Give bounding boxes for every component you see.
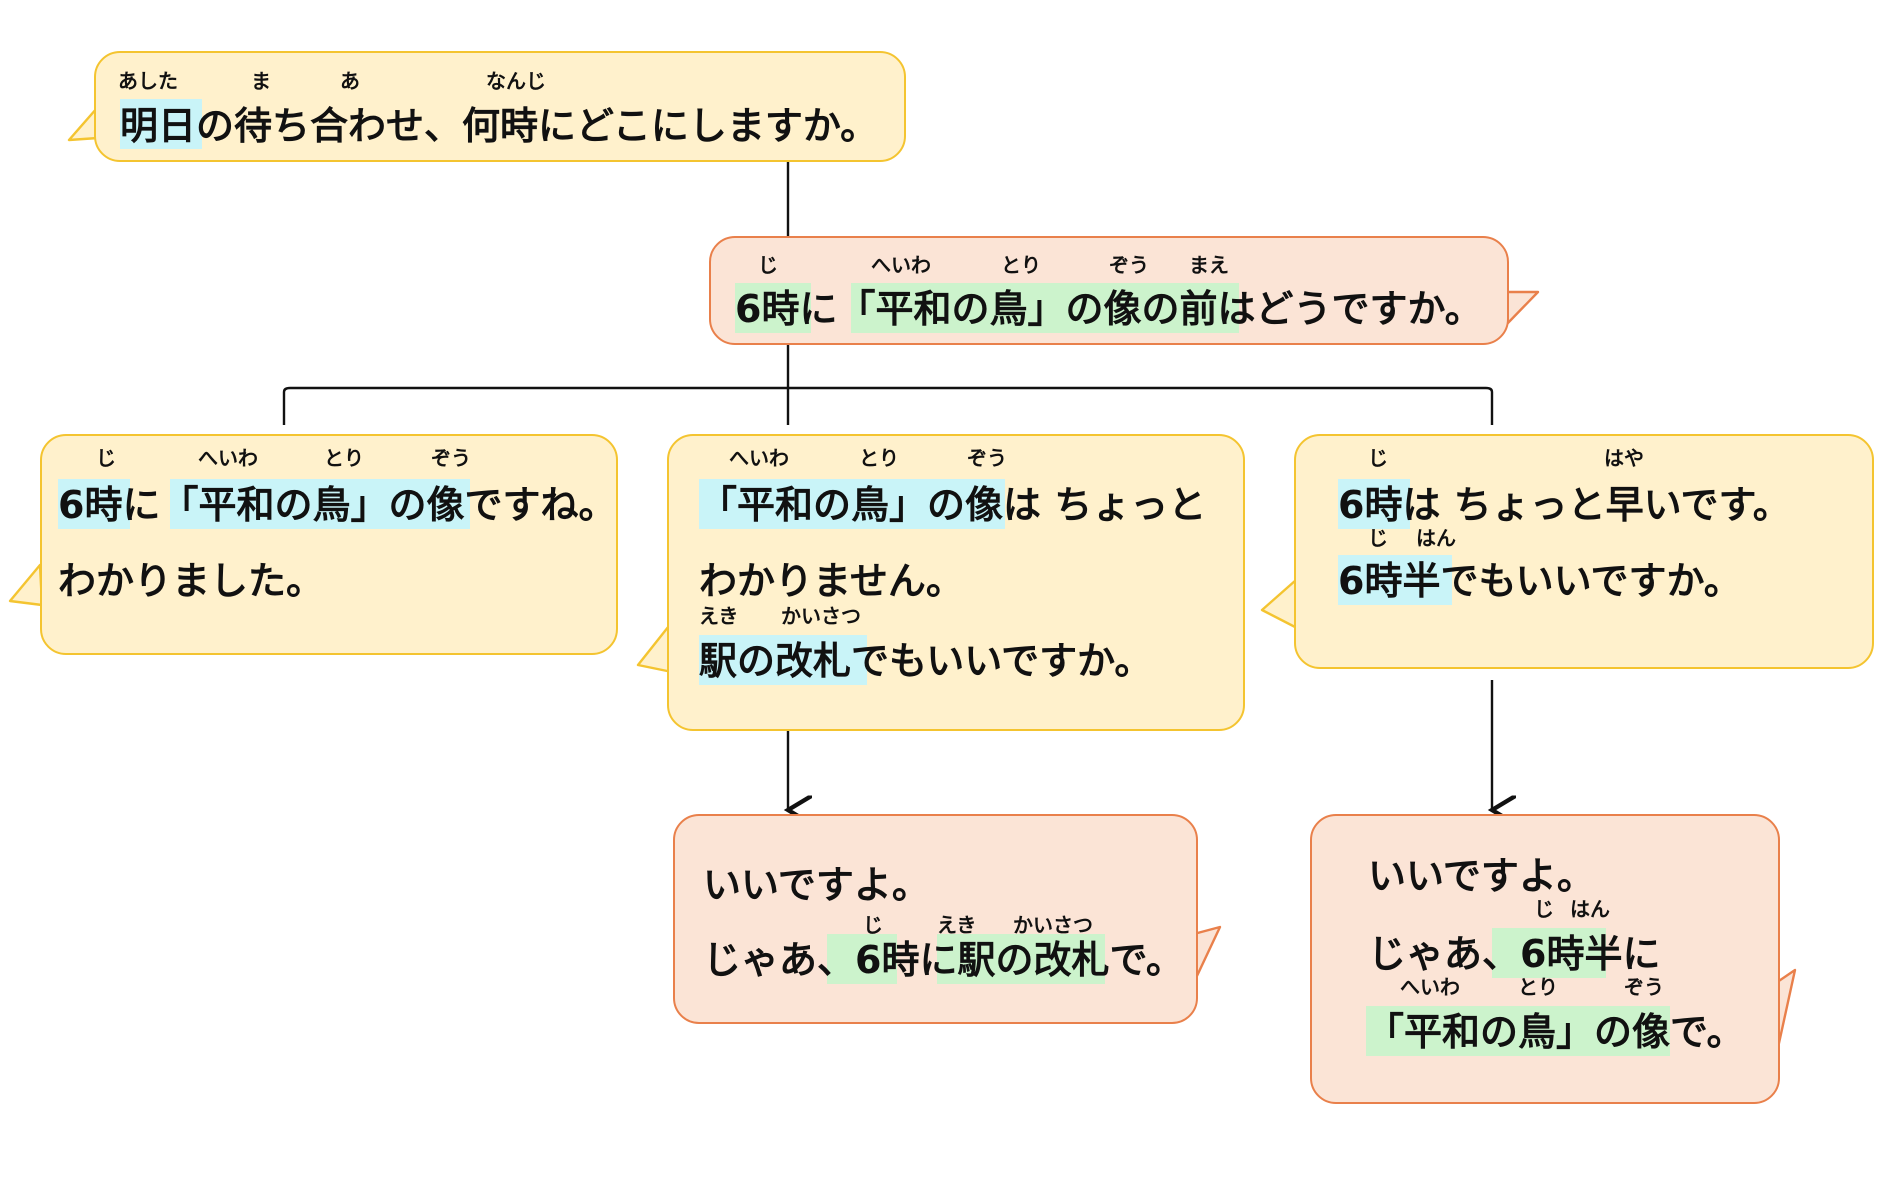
final-statue-line1: いいですよ。 [1368,854,1595,898]
highlight-6ji [827,934,897,984]
reply-agree-line2: わかりました。 [58,559,325,603]
ruby-ji: じ [96,446,116,470]
ruby-tori: とり [1518,975,1558,999]
final-station-line2: じゃあ、6時に駅の改札で。 [703,938,1184,982]
final-statue-line2: じゃあ、6時半に [1368,932,1661,976]
ruby-heiwa: へいわ [198,446,258,470]
ruby-zou: ぞう [967,446,1007,470]
reply-change-place-bubble: へいわ とり ぞう えき かいさつ 「平和の鳥」の像は ちょっと わかりません。… [667,434,1245,731]
reply-agree-line1: 6時に「平和の鳥」の像ですね。 [58,483,617,527]
highlight-ashita [120,99,202,149]
ruby-han: はん [1416,526,1456,550]
highlight-heiwa-no-tori-no-zou [1366,1006,1670,1056]
ruby-ashita: あした [118,69,178,93]
final-station-line1: いいですよ。 [703,863,930,907]
ruby-eki: えき [699,604,739,628]
highlight-6ji [735,283,811,333]
reply-agree-bubble: じ へいわ とり ぞう 6時に「平和の鳥」の像ですね。 わかりました。 [40,434,618,655]
ruby-ma: ま [251,69,271,93]
ruby-mae: まえ [1189,253,1229,277]
ruby-ji: じ [1368,526,1388,550]
proposal-bubble: じ へいわ とり ぞう まえ 6時に「平和の鳥」の像の前はどうですか。 [709,236,1509,345]
ruby-ji: じ [1534,897,1554,921]
ruby-ji: じ [758,253,778,277]
ruby-heiwa: へいわ [1400,975,1460,999]
ruby-ji: じ [863,913,883,937]
reply-change-time-line2: 6時半でもいいですか。 [1338,559,1742,603]
question-bubble: あした ま あ なんじ 明日の待ち合わせ、何時にどこにしますか。 [94,51,906,162]
ruby-heiwa: へいわ [729,446,789,470]
ruby-ji: じ [1368,446,1388,470]
highlight-heiwa-no-tori-no-zou [170,479,470,529]
highlight-6ji-han [1492,928,1606,978]
reply-change-time-bubble: じ はや じ はん 6時は ちょっと早いです。 6時半でもいいですか。 [1294,434,1874,669]
highlight-eki-no-kaisatsu [937,934,1105,984]
highlight-6ji-han [1338,555,1452,605]
highlight-6ji [1338,479,1410,529]
a1-tail [1503,290,1540,328]
ruby-kaisatsu: かいさつ [781,604,861,628]
highlight-heiwa-no-tori-no-zou-no-mae [851,283,1239,333]
ruby-zou: ぞう [1109,253,1149,277]
ruby-a: あ [340,69,360,93]
reply-change-time-line1: 6時は ちょっと早いです。 [1338,483,1791,527]
ruby-eki: えき [937,913,977,937]
final-statue-bubble: じ はん へいわ とり ぞう いいですよ。 じゃあ、6時半に 「平和の鳥」の像で… [1310,814,1780,1104]
highlight-eki-no-kaisatsu [699,635,867,685]
ruby-heiwa: へいわ [871,253,931,277]
ruby-tori: とり [1001,253,1041,277]
final-statue-line3: 「平和の鳥」の像で。 [1366,1010,1745,1054]
ruby-han: はん [1570,897,1610,921]
ruby-tori: とり [859,446,899,470]
reply-change-place-line3: 駅の改札でもいいですか。 [699,639,1153,683]
highlight-6ji [58,479,130,529]
ruby-haya: はや [1604,446,1644,470]
r3-tail [1260,578,1299,630]
ruby-tori: とり [324,446,364,470]
proposal-text: 6時に「平和の鳥」の像の前はどうですか。 [735,287,1483,331]
r1-tail [8,563,44,607]
highlight-heiwa-no-tori-no-zou [699,479,1005,529]
ruby-nanji: なんじ [486,69,546,93]
ruby-zou: ぞう [431,446,471,470]
reply-change-place-line2: わかりません。 [699,559,964,603]
ruby-zou: ぞう [1624,975,1664,999]
question-text: 明日の待ち合わせ、何時にどこにしますか。 [120,104,879,148]
reply-change-place-line1: 「平和の鳥」の像は ちょっと [699,483,1207,527]
connector-branch-bar [282,386,1494,425]
ruby-kaisatsu: かいさつ [1013,913,1093,937]
final-station-bubble: じ えき かいさつ いいですよ。 じゃあ、6時に駅の改札で。 [673,814,1198,1024]
